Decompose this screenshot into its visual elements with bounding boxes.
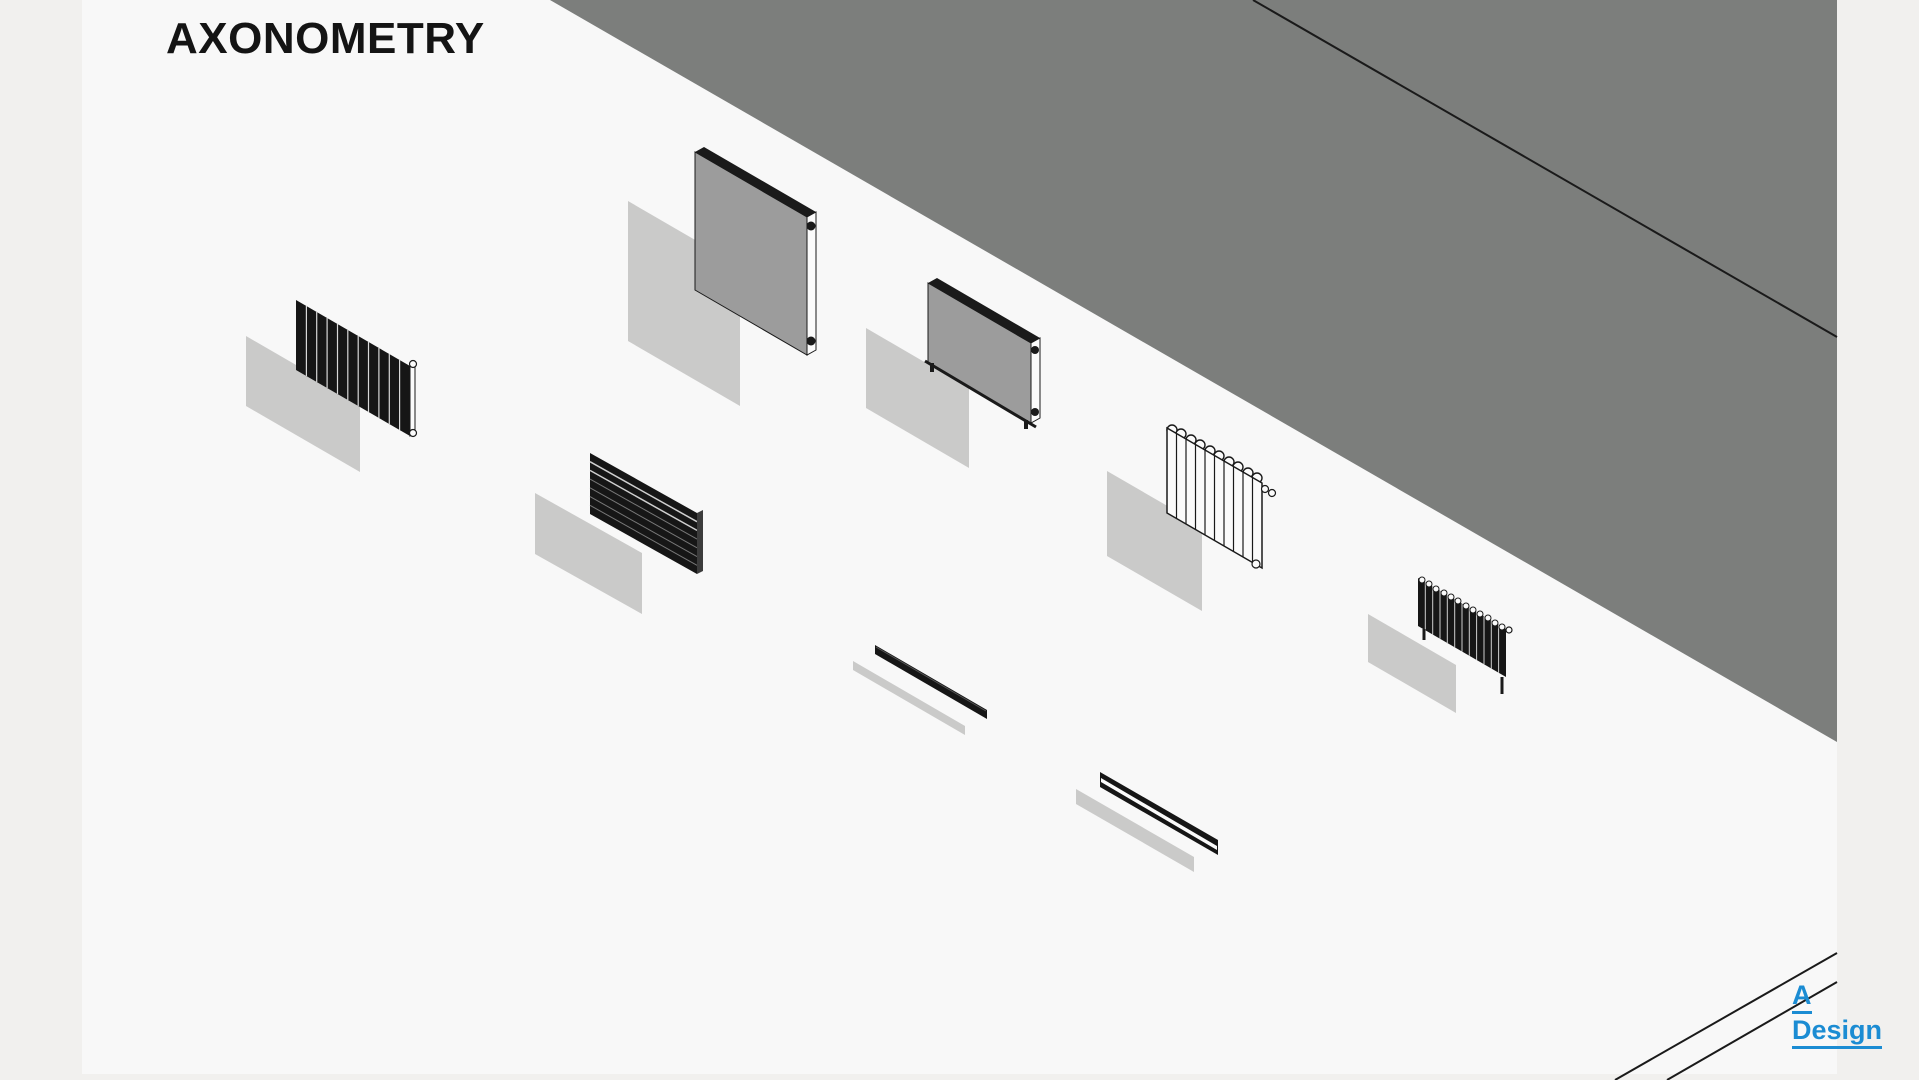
a-design-logo[interactable]: A Design [1792,982,1883,1049]
ground-edge-line-2 [1666,981,1838,1080]
pipe-connector [1505,626,1513,634]
pipe-connector [408,428,418,438]
shadow [866,328,969,468]
column-separators [1424,582,1500,673]
section-separators [1175,433,1254,563]
tube-body [875,645,987,719]
radiator-top-face [928,278,1040,343]
valve-connector [806,221,816,231]
column-radiator-dark [246,300,418,472]
valve-connector [1031,346,1039,354]
radiator-end-face [806,211,817,356]
shadow [853,661,965,735]
pipe-connector [408,359,418,369]
tube-highlight [875,646,987,712]
radiator-top-face [695,147,816,217]
radiator-end-face [697,510,703,574]
foot [930,363,934,372]
ground-edge-line-1 [1614,952,1838,1080]
twin-tube-radiator [1076,772,1218,872]
shadow [246,336,360,472]
foot [1024,420,1028,429]
radiator-end-face [1030,337,1041,424]
sectional-column-radiator-dark [1368,576,1513,713]
backdrop-plane [550,0,1837,742]
tube-gap [1101,778,1217,850]
logo-line-a: A [1792,982,1812,1014]
section-caps [1418,576,1506,631]
panel-radiator-tall [628,147,817,406]
foot [1251,559,1261,569]
radiator-body [296,300,410,436]
shadow [1107,471,1202,611]
logo-line-design: Design [1792,1017,1883,1049]
bottom-bracket-line [924,359,1037,429]
valve-connector [806,336,816,346]
sectional-column-radiator-white [1107,424,1277,611]
radiator-body [590,453,697,574]
finned-panel-radiator-dark [535,453,703,614]
shadow [1368,614,1456,713]
panel-radiator [866,278,1041,468]
shadow [535,493,642,614]
fin-lines [589,461,698,566]
radiator-end-face [409,362,416,437]
column-separators [305,306,401,430]
backdrop-edge-line [1252,0,1838,338]
low-tube-radiator [853,645,987,735]
pipe-connector [1260,484,1270,494]
valve-connector [1031,408,1039,416]
pipe-connector [1267,488,1277,498]
shadow [1076,789,1194,872]
page-title: AXONOMETRY [166,14,485,63]
